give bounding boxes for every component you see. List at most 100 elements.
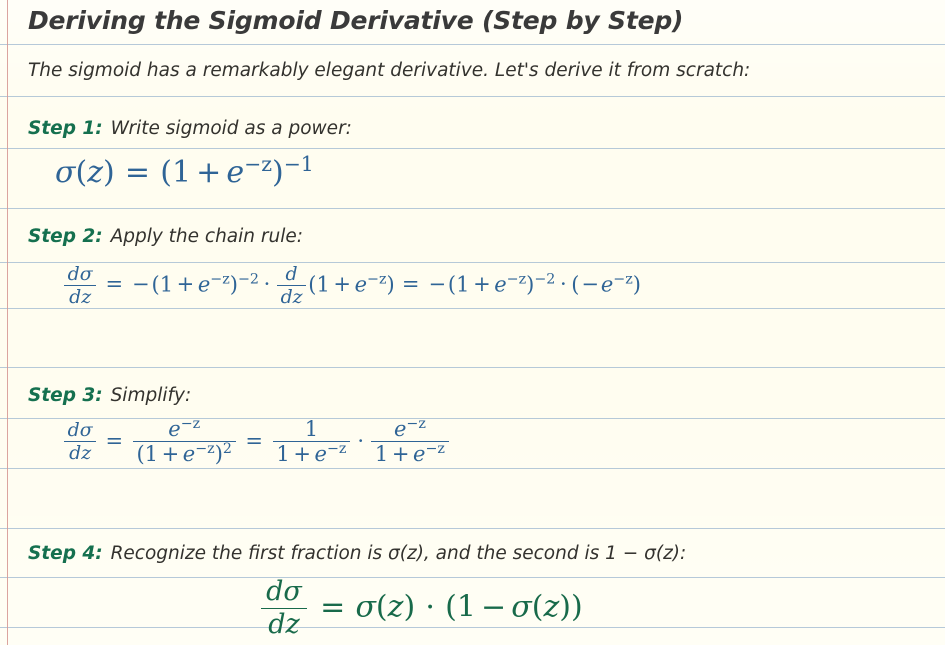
equation-step-2: dσ dz =−(1+e−z)−2· d dz (1+e−z)=−(1+e−z)… [0, 262, 945, 308]
math-exponent-minus-z: −z [326, 441, 347, 458]
step-2-label: Step 2: [28, 226, 103, 247]
math-lparen: ( [571, 272, 580, 297]
step-2-heading: Step 2: Apply the chain rule: [28, 226, 928, 247]
math-lparen: ( [160, 155, 172, 190]
math-equals: = [401, 272, 420, 297]
math-rparen: ) [403, 589, 416, 625]
math-fraction-numerator: dσ [261, 576, 307, 609]
math-exponent-minus-z: −z [244, 152, 272, 176]
math-exponent-minus-z: −z [210, 271, 230, 288]
math-lparen: ( [375, 589, 388, 625]
rule-line-4 [0, 262, 945, 263]
rule-line-1 [0, 96, 945, 97]
math-sigma: σ [511, 589, 532, 625]
math-fraction-denominator: dz [277, 286, 306, 307]
math-one: 1 [159, 272, 174, 297]
math-rparen: ) [214, 442, 223, 467]
math-z: z [285, 608, 300, 640]
math-d: d [69, 286, 82, 309]
math-one: 1 [144, 442, 159, 467]
math-d: d [268, 608, 286, 640]
math-sigma: σ [355, 589, 376, 625]
math-fraction-dsigma-dz: dσ dz [261, 576, 307, 639]
math-fraction-one-over-denom: 1 1+e−z [272, 416, 351, 467]
math-exponent-minus-z: −z [367, 271, 387, 288]
intro-paragraph: The sigmoid has a remarkably elegant der… [28, 60, 751, 81]
math-exponent-minus-two: −2 [534, 271, 556, 288]
math-e: e [494, 272, 507, 297]
math-plus: + [391, 442, 410, 467]
math-z: z [81, 286, 92, 309]
math-lparen: ( [136, 442, 145, 467]
math-rparen: ) [526, 272, 535, 297]
math-fraction-denominator: dz [64, 286, 96, 307]
math-exponent-minus-z: −z [425, 441, 445, 458]
math-cdot: · [560, 272, 567, 297]
math-plus: + [196, 155, 222, 190]
math-fraction-numerator: d [277, 262, 306, 287]
math-equals: = [124, 155, 151, 190]
math-sigma: σ [79, 262, 93, 285]
math-minus: − [132, 272, 150, 297]
math-e: e [600, 272, 614, 297]
math-equals: = [245, 428, 263, 453]
math-plus: + [473, 272, 491, 297]
math-lparen: ( [151, 272, 160, 297]
math-one: 1 [276, 442, 290, 467]
math-z: z [387, 589, 404, 625]
math-exponent-two: 2 [222, 441, 232, 458]
math-rparen: ) [271, 155, 284, 190]
math-fraction-numerator: e−z [371, 416, 449, 443]
math-sigma: σ [79, 418, 93, 441]
math-fraction-numerator: e−z [132, 415, 236, 443]
rule-line-11 [0, 627, 945, 628]
math-rparen: ) [386, 272, 395, 297]
math-rparen: ) [570, 589, 583, 625]
math-exponent-minus-one: −1 [283, 152, 314, 176]
math-fraction-denominator: dz [64, 442, 96, 463]
math-rparen: ) [559, 589, 571, 625]
rule-line-2 [0, 148, 945, 149]
math-e: e [168, 416, 181, 441]
math-fraction-exp-over-denom-squared: e−z (1+e−z)2 [132, 415, 236, 467]
math-one: 1 [304, 416, 319, 441]
math-equals: = [105, 428, 124, 453]
math-one: 1 [316, 272, 330, 297]
math-d: d [69, 442, 82, 465]
math-one: 1 [456, 272, 470, 297]
math-exponent-minus-z: −z [180, 415, 201, 432]
math-e: e [393, 416, 407, 441]
rule-line-0 [0, 44, 945, 45]
math-one: 1 [374, 442, 389, 467]
math-z: z [292, 286, 303, 309]
rule-line-10 [0, 577, 945, 578]
math-one: 1 [456, 589, 476, 625]
math-d: d [266, 576, 284, 608]
step-1-label: Step 1: [28, 118, 103, 139]
step-4-heading: Step 4: Recognize the first fraction is … [28, 543, 928, 564]
math-z: z [81, 442, 92, 465]
math-cdot: · [425, 589, 435, 625]
math-lparen: ( [308, 272, 317, 297]
rule-line-3 [0, 208, 945, 209]
math-lparen: ( [531, 589, 544, 625]
step-3-label: Step 3: [28, 385, 103, 406]
math-d: d [285, 262, 298, 285]
math-plus: + [176, 272, 195, 297]
math-plus: + [293, 442, 311, 467]
rule-line-8 [0, 468, 945, 469]
equation-step-4-final: dσ dz =σ(z)·(1−σ(z)) [0, 576, 945, 639]
math-exponent-minus-z: −z [613, 271, 633, 288]
math-rparen: ) [103, 155, 115, 190]
step-4-text: Recognize the first fraction is σ(z), an… [110, 543, 687, 564]
math-e: e [197, 272, 211, 297]
math-fraction-exp-over-denom: e−z 1+e−z [371, 416, 449, 467]
math-fraction-denominator: dz [261, 609, 306, 639]
math-fraction-dsigma-dz: dσ dz [64, 262, 97, 308]
math-equals: = [320, 589, 346, 625]
math-sigma: σ [283, 576, 302, 608]
step-1-text: Write sigmoid as a power: [110, 118, 352, 139]
math-fraction-numerator: 1 [272, 416, 351, 443]
math-fraction-numerator: dσ [64, 262, 97, 287]
math-exponent-minus-z: −z [506, 271, 527, 288]
